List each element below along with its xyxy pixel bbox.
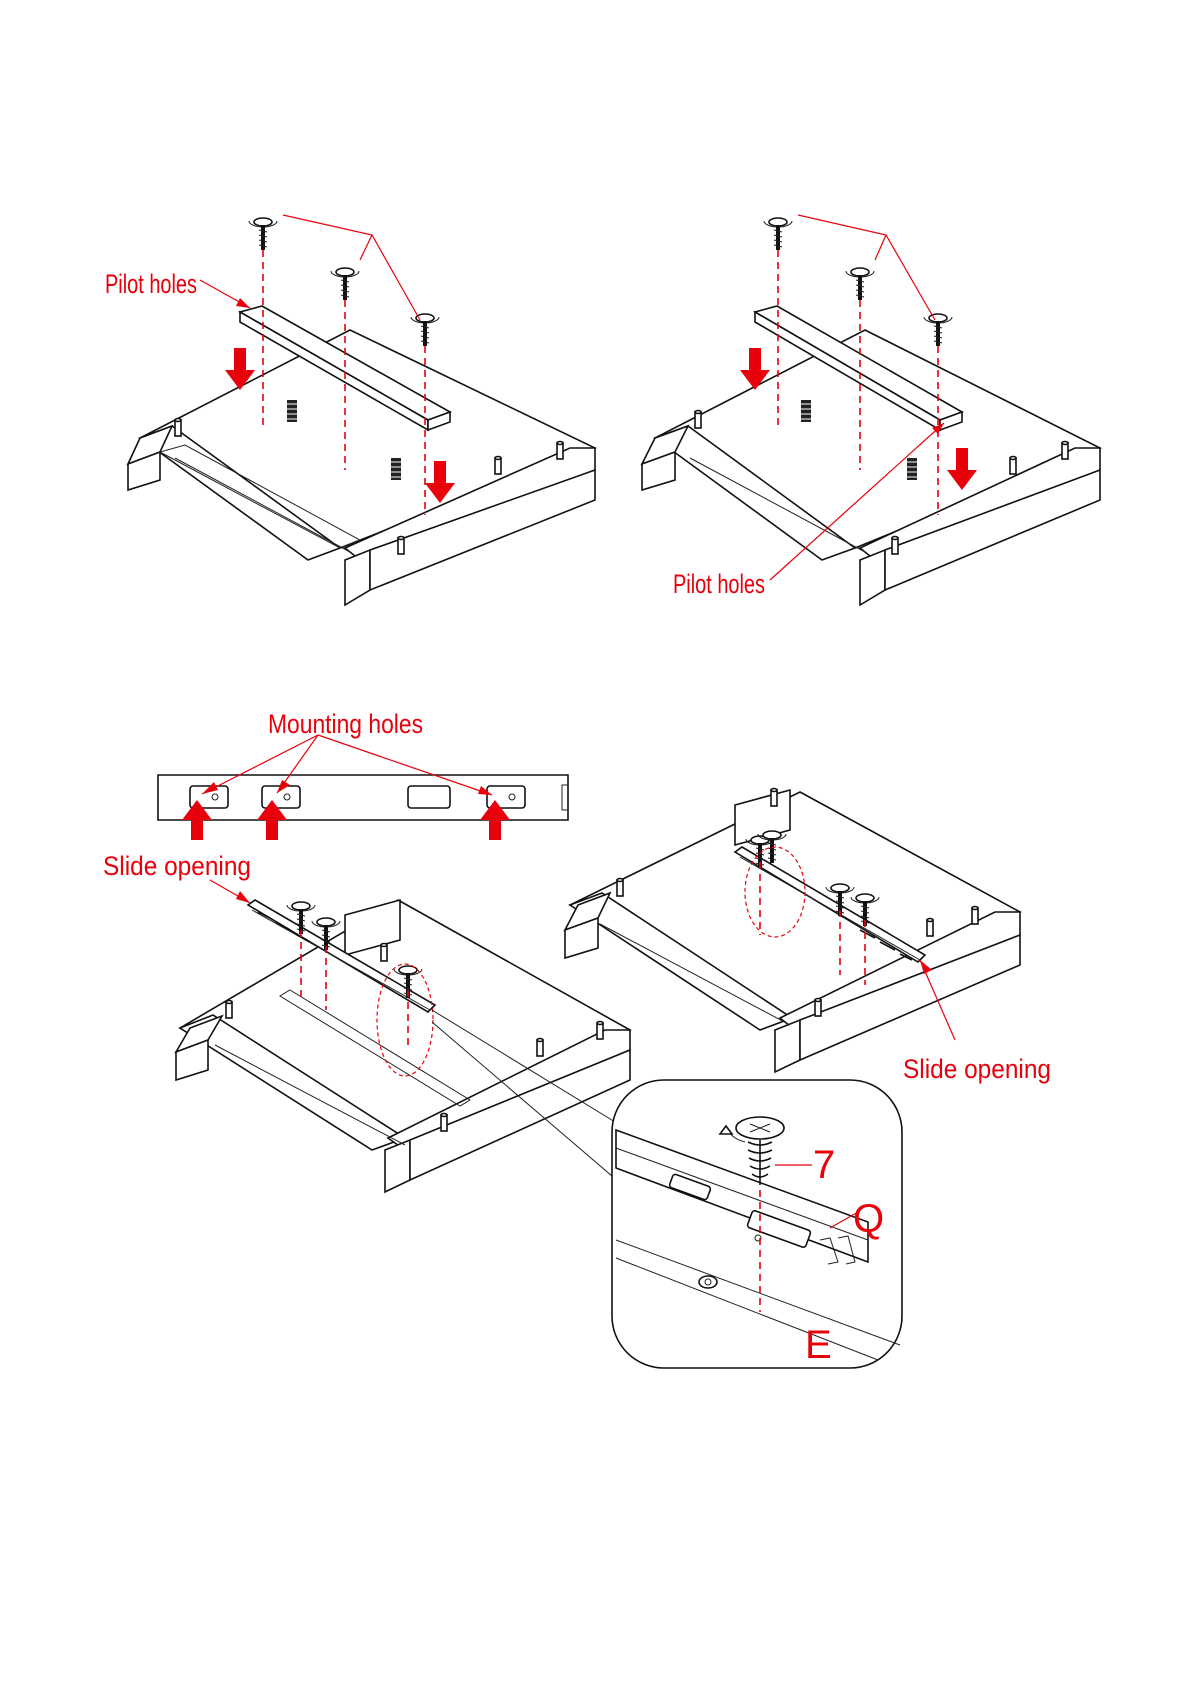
mounting-slot-3: [408, 786, 450, 808]
frame-diagram-top-right: [642, 215, 1100, 605]
detail-part-e-label: E: [805, 1323, 832, 1367]
frame-diagram-top-left: [128, 215, 595, 605]
frame-diagram-lower-right: [565, 789, 1020, 1073]
slide-opening-label-right: Slide opening: [903, 1054, 1051, 1084]
mounting-holes-label: Mounting holes: [268, 709, 423, 739]
slide-opening-label-left: Slide opening: [103, 851, 251, 881]
slide-rail-strip: [158, 735, 568, 840]
detail-part-7-label: 7: [813, 1143, 835, 1187]
pilot-holes-label-left: Pilot holes: [105, 269, 197, 299]
pilot-holes-label-right: Pilot holes: [673, 569, 765, 599]
detail-part-q-label: Q: [853, 1197, 884, 1241]
